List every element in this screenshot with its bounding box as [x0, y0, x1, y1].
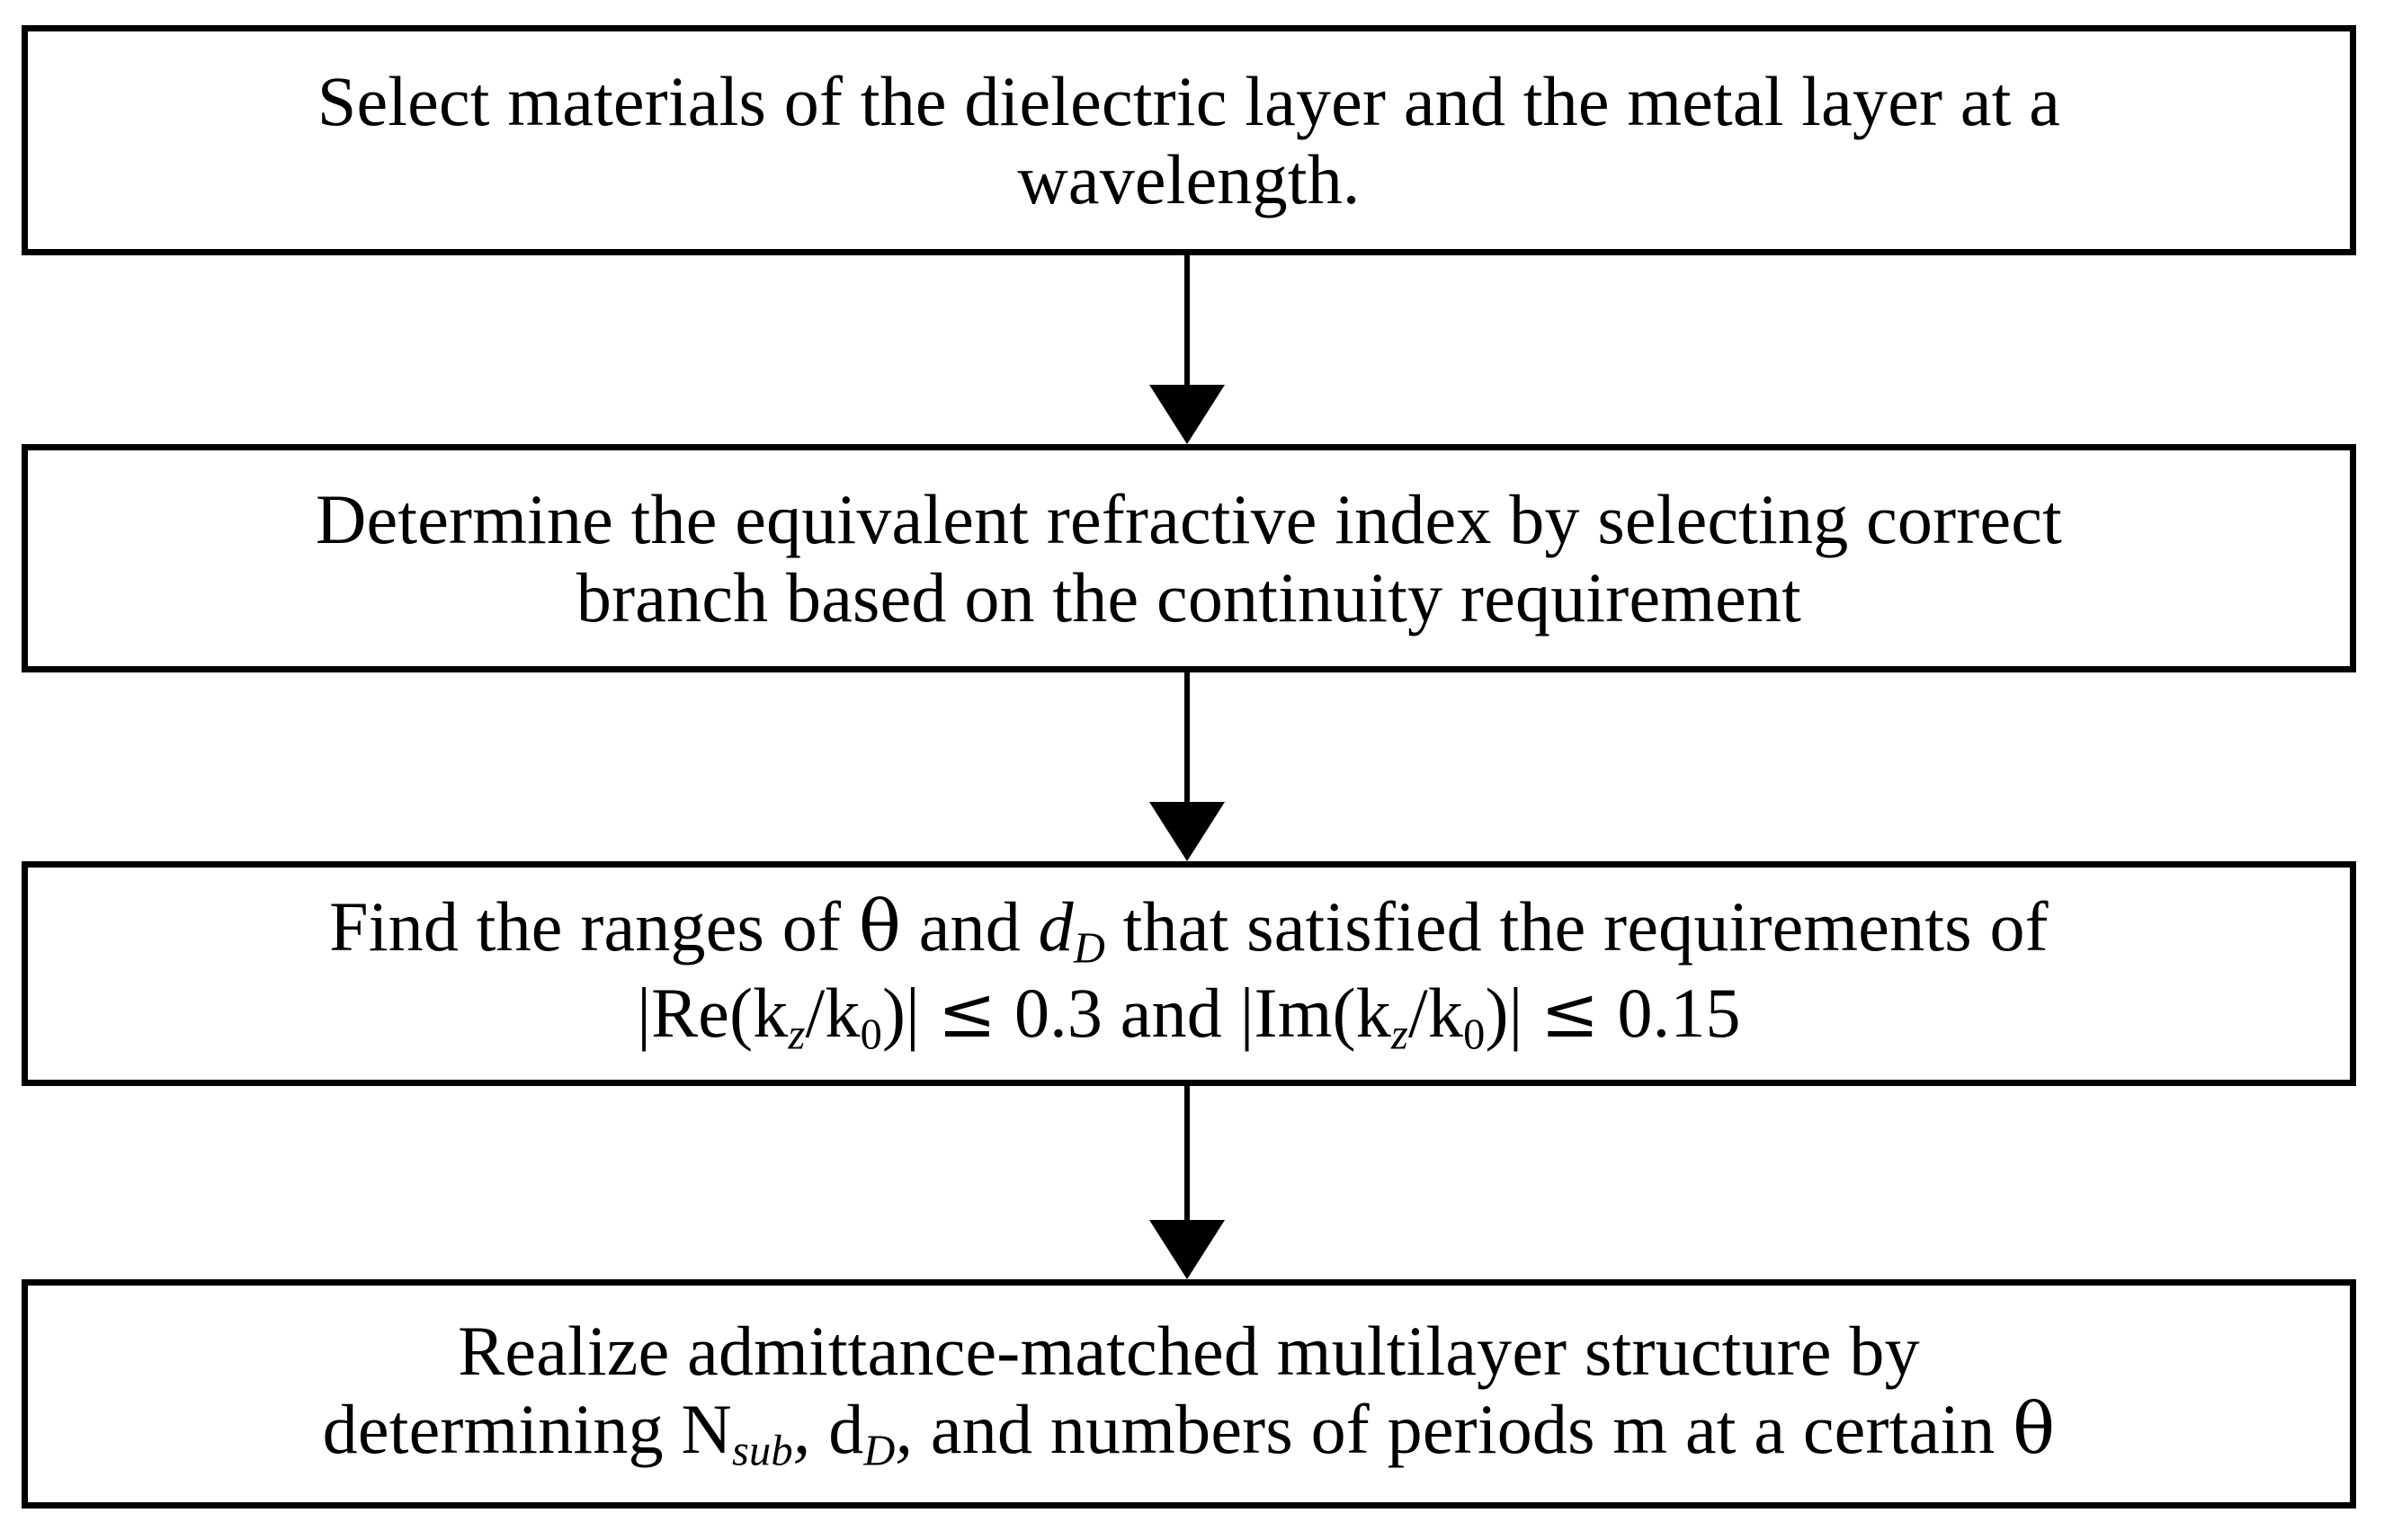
expression-im: |Im(kz/k0)| — [1239, 974, 1523, 1059]
variable-d: d — [828, 1390, 864, 1469]
im-subscript-0: 0 — [1463, 1010, 1486, 1059]
re-slash: /k — [805, 974, 861, 1052]
comma-after-d: , — [895, 1390, 914, 1469]
arrow-head-icon — [1149, 385, 1225, 444]
arrow-shaft-icon — [1184, 255, 1190, 408]
node-1-text: Select materials of the dielectric layer… — [28, 62, 2350, 219]
node-2-line-1: Determine the equivalent refractive inde… — [316, 479, 2062, 558]
node-4-line-2: determining Nsub, dD, and numbers of per… — [322, 1389, 2056, 1475]
im-relation-symbol: ≤ — [1540, 973, 1600, 1054]
node-3-prefix: Find the ranges of — [329, 887, 859, 966]
node-3-text: Find the ranges of θ and dD that satisfi… — [28, 887, 2350, 1059]
re-open: |Re(k — [637, 974, 789, 1052]
arrow-head-icon — [1149, 1220, 1225, 1279]
variable-d-sub-D: dD, — [828, 1390, 914, 1475]
node-4-prefix: determining — [322, 1390, 682, 1469]
node-3-middle: and — [901, 887, 1039, 966]
re-subscript-0: 0 — [860, 1010, 882, 1059]
flowchart-node-realize-structure: Realize admittance-matched multilayer st… — [22, 1279, 2356, 1509]
arrow-shaft-icon — [1184, 672, 1190, 825]
im-open: |Im(k — [1239, 974, 1391, 1052]
node-3-suffix: that satisfied the requirements of — [1104, 887, 2049, 966]
variable-d-sub-D: dD — [1038, 887, 1105, 973]
variable-N: N — [681, 1390, 733, 1469]
theta-symbol: θ — [858, 886, 902, 968]
flowchart-node-select-materials: Select materials of the dielectric layer… — [22, 25, 2356, 255]
im-subscript-z: z — [1390, 1010, 1408, 1059]
node-3-line-2: |Re(kz/k0)| ≤ 0.3 and |Im(kz/k0)| ≤ 0.15 — [637, 973, 1741, 1059]
variable-d-subscript: D — [1073, 924, 1105, 973]
node-1-line-2: wavelength. — [1017, 140, 1361, 218]
re-threshold-value: 0.3 — [1013, 974, 1103, 1052]
re-relation-symbol: ≤ — [937, 973, 997, 1054]
node-3-line-1: Find the ranges of θ and dD that satisfi… — [329, 886, 2049, 973]
flowchart-node-determine-index: Determine the equivalent refractive inde… — [22, 444, 2356, 672]
variable-N-sub: Nsub, — [681, 1390, 811, 1475]
re-close: )| — [882, 974, 920, 1052]
node-4-line-1: Realize admittance-matched multilayer st… — [458, 1311, 1920, 1390]
comma-after-N: , — [792, 1390, 811, 1469]
node-4-text: Realize admittance-matched multilayer st… — [28, 1312, 2350, 1476]
arrow-head-icon — [1149, 802, 1225, 861]
node-2-line-2: branch based on the continuity requireme… — [576, 558, 1802, 636]
im-threshold-value: 0.15 — [1617, 974, 1741, 1052]
node-1-line-1: Select materials of the dielectric layer… — [317, 61, 2061, 140]
re-subscript-z: z — [788, 1010, 806, 1059]
node-2-text: Determine the equivalent refractive inde… — [28, 480, 2350, 637]
node-4-middle: and numbers of periods m at a certain — [913, 1390, 2013, 1469]
arrow-shaft-icon — [1184, 1086, 1190, 1243]
variable-d: d — [1038, 887, 1074, 966]
variable-d-subscript: D — [863, 1427, 896, 1475]
conjunction-and: and — [1120, 974, 1223, 1052]
im-close: )| — [1485, 974, 1523, 1052]
expression-re: |Re(kz/k0)| — [637, 974, 920, 1059]
im-slash: /k — [1408, 974, 1464, 1052]
theta-symbol: θ — [2013, 1389, 2056, 1471]
flowchart-node-find-ranges: Find the ranges of θ and dD that satisfi… — [22, 861, 2356, 1086]
variable-N-subscript: sub — [732, 1427, 793, 1475]
